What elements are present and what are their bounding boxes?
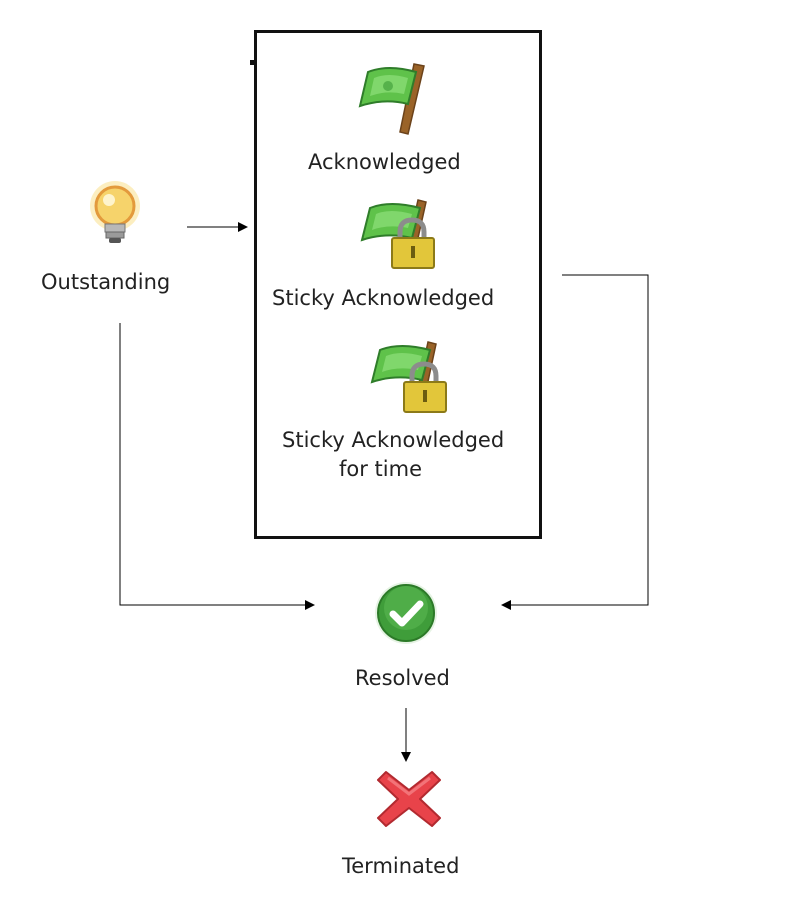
sticky-acknowledged-label: Sticky Acknowledged xyxy=(272,286,495,310)
acknowledged-label: Acknowledged xyxy=(308,150,461,174)
green-check-icon xyxy=(373,580,439,650)
terminated-label: Terminated xyxy=(342,854,460,878)
green-flag-lock-icon xyxy=(370,338,452,418)
outstanding-label: Outstanding xyxy=(41,270,171,294)
arrow-acknowledged-to-resolved xyxy=(501,274,649,610)
sticky-acknowledged-time-label-line1: Sticky Acknowledged xyxy=(282,428,505,452)
red-x-icon xyxy=(374,766,444,836)
green-flag-icon xyxy=(358,60,430,140)
acknowledged-states-group xyxy=(254,30,542,539)
lightbulb-icon xyxy=(80,178,150,254)
resolved-label: Resolved xyxy=(355,666,450,690)
arrow-outstanding-to-resolved xyxy=(119,323,315,610)
green-flag-lock-icon xyxy=(360,196,442,274)
sticky-acknowledged-time-label-line2: for time xyxy=(339,457,422,481)
box-corner-mark xyxy=(250,60,255,65)
